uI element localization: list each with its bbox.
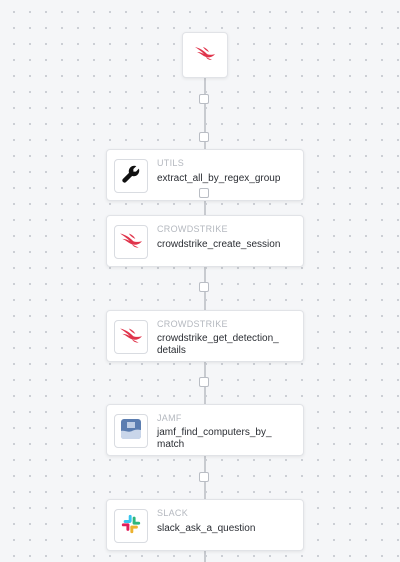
node-icon-box — [114, 414, 148, 448]
output-port[interactable] — [199, 377, 209, 387]
node-action-name: slack_ask_a_question — [157, 523, 256, 534]
node-icon-box — [114, 509, 148, 543]
node-action-name: extract_all_by_regex_group — [157, 173, 281, 184]
connector-line — [204, 551, 206, 562]
connector-line — [204, 78, 206, 149]
crowdstrike-falcon-icon — [194, 45, 216, 66]
output-port[interactable] — [199, 94, 209, 104]
crowdstrike-falcon-icon — [119, 326, 143, 349]
slack-icon — [120, 513, 142, 540]
node-action-name: crowdstrike_create_session — [157, 239, 281, 250]
node-action-name: jamf_find_computers_by_ match — [157, 427, 272, 450]
crowdstrike-falcon-icon — [119, 231, 143, 254]
node-icon-box — [114, 159, 148, 193]
node-icon-box — [114, 320, 148, 354]
action-node-jamf-find-computers-by-match[interactable]: JAMF jamf_find_computers_by_ match — [106, 404, 304, 456]
node-category: JAMF — [157, 413, 182, 423]
wrench-icon — [120, 163, 142, 190]
action-node-crowdstrike-get-detection-details[interactable]: CROWDSTRIKE crowdstrike_get_detection_ d… — [106, 310, 304, 362]
action-node-slack-ask-a-question[interactable]: SLACK slack_ask_a_question — [106, 499, 304, 551]
node-category: UTILS — [157, 158, 185, 168]
output-port[interactable] — [199, 282, 209, 292]
node-category: CROWDSTRIKE — [157, 319, 228, 329]
node-category: CROWDSTRIKE — [157, 224, 228, 234]
jamf-icon — [120, 418, 142, 445]
output-port[interactable] — [199, 188, 209, 198]
node-action-name: crowdstrike_get_detection_ details — [157, 333, 279, 356]
node-category: SLACK — [157, 508, 189, 518]
node-icon-box — [114, 225, 148, 259]
input-port[interactable] — [199, 132, 209, 142]
output-port[interactable] — [199, 472, 209, 482]
connector-line — [204, 201, 206, 215]
trigger-node[interactable] — [182, 32, 228, 78]
action-node-crowdstrike-create-session[interactable]: CROWDSTRIKE crowdstrike_create_session — [106, 215, 304, 267]
